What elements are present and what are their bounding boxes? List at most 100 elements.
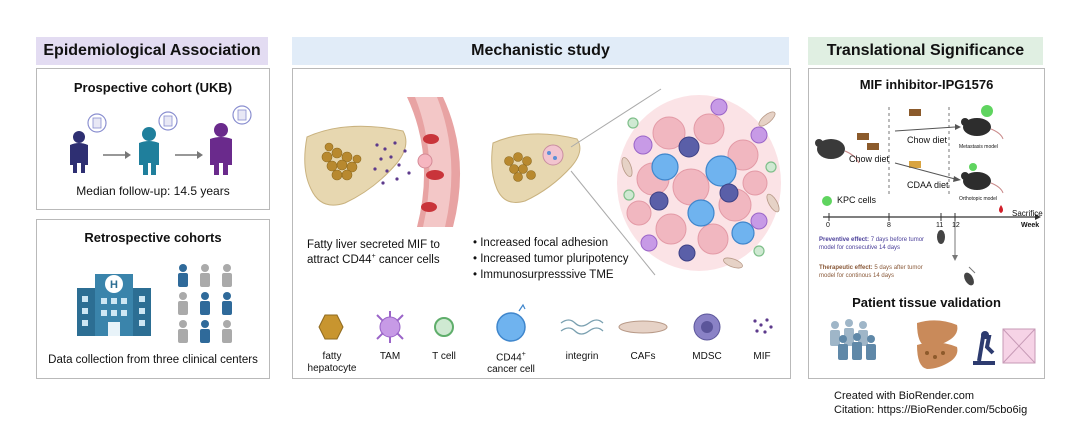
legend-icons [318, 303, 773, 343]
followup-text: Median follow-up: 14.5 years [76, 184, 230, 198]
legend-label: CD44+cancer cell [466, 349, 556, 376]
prospective-panel: Prospective cohort (UKB) [36, 68, 270, 210]
blood-vessel-icon [407, 97, 461, 227]
person-icon [139, 127, 159, 175]
mechanism-caption-end: cancer cells [375, 253, 440, 266]
bullet-item: • Increased tumor pluripotency [473, 253, 629, 265]
legend-label-line2: hepatocyte [307, 363, 357, 374]
preventive-title: Preventive effect: [819, 237, 870, 243]
chow-diet-label-2: Chow diet [907, 135, 948, 145]
timeline-tick-label: 11 [936, 222, 944, 229]
mech-header-title: Mechanistic study [471, 42, 610, 59]
tumor-microenvironment-figure [617, 95, 781, 271]
food-pellet-icon [867, 143, 879, 150]
epi-header-title: Epidemiological Association [43, 42, 261, 59]
legend-label: MIF [717, 351, 807, 363]
mif-particles-icon [373, 141, 411, 185]
mechanism-caption-text: attract CD44 [307, 253, 372, 266]
epi-header: Epidemiological Association [36, 37, 268, 65]
bullet-text: Increased tumor pluripotency [480, 253, 629, 265]
legend-label: TAM [345, 351, 435, 363]
retrospective-caption: Data collection from three clinical cent… [48, 354, 258, 366]
mech-header: Mechanistic study [292, 37, 789, 65]
t-cell-icon [434, 317, 454, 337]
mechanism-caption-line1: Fatty liver secreted MIF to [307, 239, 440, 251]
liver-tumor-icon [491, 133, 581, 203]
mouse-icon [937, 230, 976, 286]
retrospective-panel: Retrospective cohorts H Data collection … [36, 219, 270, 379]
preventive-effect-line2: model for consecutive 14 days [819, 245, 901, 251]
questionnaire-bubble-icon [158, 111, 178, 131]
mouse-icon [961, 105, 1004, 140]
superscript-plus: + [371, 253, 376, 260]
retrospective-title: Retrospective cohorts [84, 230, 222, 245]
patient-group-icon [830, 319, 868, 346]
metastasis-model-label: Metastasis model [959, 144, 998, 150]
legend-label: integrin [537, 351, 627, 363]
mechanism-caption-line2: attract CD44+ cancer cells [307, 253, 440, 266]
inhibitor-title: MIF inhibitor-IPG1576 [859, 77, 994, 92]
experiment-scheme [815, 105, 1041, 286]
cohort-timeline-figure [70, 105, 252, 175]
week-label: Week [1021, 222, 1040, 229]
blood-drop-icon [999, 205, 1003, 213]
kpc-cells-label: KPC cells [837, 195, 877, 205]
legend-label-line2: cancer cell [487, 364, 535, 376]
fatty-liver-icon [304, 125, 407, 206]
chow-diet-label-1: Chow diet [849, 154, 890, 164]
mouse-icon [815, 139, 860, 164]
liver-icon [917, 320, 958, 347]
legend-label-line1: MIF [753, 351, 771, 362]
legend-label-line1: TAM [379, 351, 401, 362]
patient-validation-figure [830, 319, 1036, 369]
superscript-plus: + [521, 351, 526, 358]
mif-icon [753, 318, 773, 334]
food-pellet-icon [909, 109, 921, 116]
prospective-title: Prospective cohort (UKB) [73, 80, 233, 95]
mouse-icon [961, 163, 1004, 194]
legend-label: MDSC [662, 351, 752, 363]
arrow-icon [894, 162, 956, 180]
bullet-text: Immunosurpresssive TME [480, 269, 614, 281]
zoom-lines [570, 88, 662, 276]
translational-panel: MIF inhibitor-IPG1576 [808, 68, 1045, 379]
patient-grid-figure [178, 264, 232, 343]
timeline-tick-label: 12 [952, 222, 960, 229]
fatty-liver-icon [917, 342, 958, 369]
credit-line2: Citation: https://BioRender.com/5cbo6ig [834, 404, 1028, 416]
kpc-cell-icon [822, 196, 832, 206]
bullet-item: • Increased focal adhesion [473, 237, 609, 249]
cd44-cancer-cell-icon [496, 303, 526, 342]
legend-label-line1: integrin [565, 351, 599, 362]
trans-header: Translational Significance [808, 37, 1043, 65]
therapeutic-title: Therapeutic effect: [819, 265, 873, 271]
person-icon [210, 123, 232, 175]
bullet-text: Increased focal adhesion [480, 237, 609, 249]
fatty-hepatocyte-icon [318, 314, 344, 340]
legend-label-line1: CAFs [630, 351, 656, 362]
patient-title: Patient tissue validation [852, 295, 1001, 310]
caf-icon [618, 320, 668, 334]
legend-label-line1: fatty [322, 351, 342, 362]
therapeutic-effect-line1: Therapeutic effect: 5 days after tumor [819, 265, 923, 271]
food-pellet-icon [909, 161, 921, 168]
legend-label-line1: MDSC [692, 351, 722, 362]
arrow-icon [894, 126, 956, 132]
hospital-icon: H [77, 274, 151, 336]
preventive-text: 7 days before tumor [869, 237, 925, 243]
questionnaire-bubble-icon [232, 105, 252, 125]
timeline-ticks [828, 213, 956, 221]
timeline-tick-label: 0 [826, 222, 830, 229]
orthotopic-model-label: Orthotopic model [959, 196, 998, 202]
svg-text:H: H [110, 279, 118, 291]
food-pellet-icon [857, 133, 869, 140]
questionnaire-bubble-icon [87, 113, 107, 133]
trans-header-title: Translational Significance [826, 42, 1025, 59]
sacrifice-label: Sacrifice [1012, 209, 1043, 218]
person-icon [70, 131, 88, 173]
cdaa-diet-label: CDAA diet [907, 180, 949, 190]
therapeutic-text: 5 days after tumor [872, 265, 923, 271]
timeline-tick-label: 8 [887, 222, 891, 229]
legend-label: CAFs [598, 351, 688, 363]
